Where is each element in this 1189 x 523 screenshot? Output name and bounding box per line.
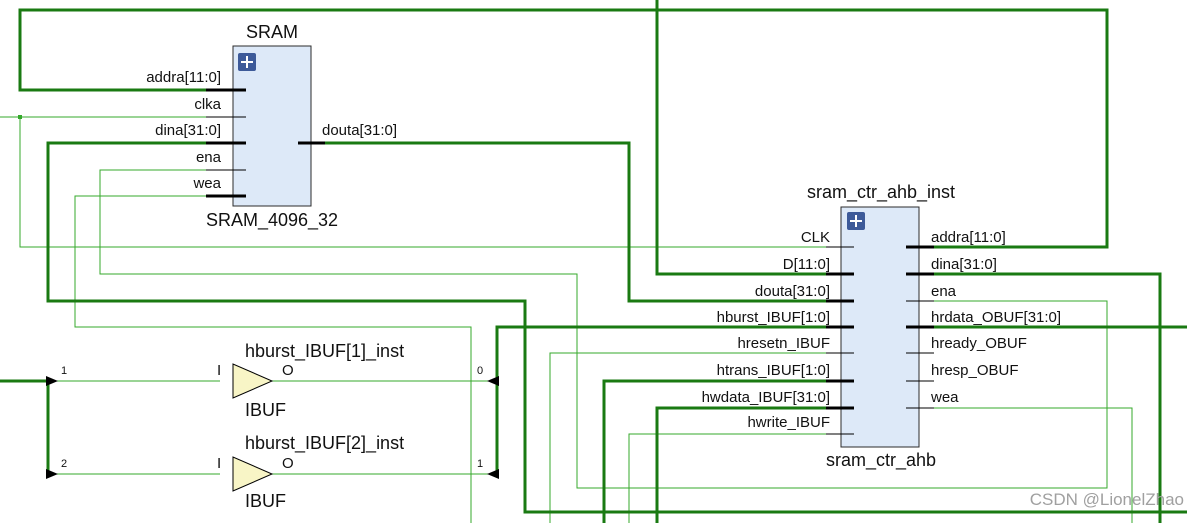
ibuf-pin-in: I xyxy=(217,455,221,472)
ripper-bit-label: 1 xyxy=(61,365,67,377)
ctrl-block[interactable]: sram_ctr_ahb_inst CLK D[11:0] douta[31:0… xyxy=(702,182,1062,471)
net-ena[interactable] xyxy=(99,169,1108,489)
ripper-bit-label: 0 xyxy=(477,365,483,377)
ctrl-pin-clk: CLK xyxy=(801,229,830,246)
signal-nets xyxy=(0,115,1133,523)
ibuf-title: hburst_IBUF[1]_inst xyxy=(245,341,404,362)
bus-addra[interactable] xyxy=(18,8,1109,249)
sram-block[interactable]: SRAM addra[11:0] clka dina[31:0] ena wea… xyxy=(146,22,397,231)
net-clk[interactable] xyxy=(19,117,840,248)
ripper-bit-label: 2 xyxy=(61,458,67,470)
sram-title: SRAM xyxy=(246,22,298,42)
ctrl-pin-d: D[11:0] xyxy=(783,256,830,273)
ctrl-pin-hresp: hresp_OBUF xyxy=(931,362,1019,379)
net-wea-out[interactable] xyxy=(920,407,1133,523)
arrow-ripper-icon[interactable] xyxy=(46,469,58,479)
ctrl-pin-addra: addra[11:0] xyxy=(931,229,1006,246)
arrow-ripper-icon[interactable] xyxy=(46,376,58,386)
ibuf-cell: IBUF xyxy=(245,400,286,420)
triangle-buffer-icon[interactable] xyxy=(232,363,274,399)
ibuf-pin-out: O xyxy=(282,362,294,379)
bus-htrans[interactable] xyxy=(602,379,840,523)
bus-hwdata[interactable] xyxy=(655,406,840,523)
sram-box[interactable] xyxy=(232,45,312,207)
sram-pin-addra: addra[11:0] xyxy=(146,69,221,86)
ibuf-block-1[interactable]: hburst_IBUF[1]_inst I O IBUF xyxy=(217,341,404,420)
ibuf-title: hburst_IBUF[2]_inst xyxy=(245,433,404,454)
watermark: CSDN @LionelZhao xyxy=(1030,490,1184,509)
bus-hburst[interactable] xyxy=(495,325,840,474)
ripper-bit-label: 1 xyxy=(477,458,483,470)
ibuf-cell: IBUF xyxy=(245,491,286,511)
sram-cell: SRAM_4096_32 xyxy=(206,210,338,231)
bus-dina-out[interactable] xyxy=(920,272,1162,523)
ctrl-pin-hready: hready_OBUF xyxy=(931,335,1027,352)
ctrl-pin-dina: dina[31:0] xyxy=(931,256,997,273)
ibuf-pin-out: O xyxy=(282,455,294,472)
ctrl-pin-hwdata: hwdata_IBUF[31:0] xyxy=(702,389,830,406)
bus-d[interactable] xyxy=(655,0,840,276)
ctrl-pin-wea: wea xyxy=(930,389,959,406)
sram-pin-ena: ena xyxy=(196,149,222,166)
sram-pin-wea: wea xyxy=(192,175,221,192)
ctrl-title: sram_ctr_ahb_inst xyxy=(807,182,955,203)
sram-pin-dina: dina[31:0] xyxy=(155,122,221,139)
ctrl-pin-hrdata: hrdata_OBUF[31:0] xyxy=(931,309,1061,326)
arrow-ripper-icon[interactable] xyxy=(487,469,499,479)
ctrl-pin-ena: ena xyxy=(931,283,957,300)
ctrl-pin-douta: douta[31:0] xyxy=(755,283,830,300)
ctrl-pin-htrans: htrans_IBUF[1:0] xyxy=(717,362,830,379)
sram-pin-clka: clka xyxy=(194,96,221,113)
ctrl-pin-hburst: hburst_IBUF[1:0] xyxy=(717,309,830,326)
bus-douta[interactable] xyxy=(323,141,840,303)
ctrl-cell: sram_ctr_ahb xyxy=(826,450,936,471)
plus-square-icon[interactable] xyxy=(847,212,865,230)
net-junction xyxy=(18,115,22,119)
ibuf-pin-in: I xyxy=(217,362,221,379)
bus-dina[interactable] xyxy=(46,141,1187,514)
ibuf-block-2[interactable]: hburst_IBUF[2]_inst I O IBUF xyxy=(217,433,404,511)
ctrl-pin-hwrite: hwrite_IBUF xyxy=(747,414,830,431)
arrow-ripper-icon[interactable] xyxy=(487,376,499,386)
sram-pin-douta: douta[31:0] xyxy=(322,122,397,139)
plus-square-icon[interactable] xyxy=(238,53,256,71)
net-hwrite[interactable] xyxy=(628,433,840,523)
net-hresetn[interactable] xyxy=(549,352,840,523)
triangle-buffer-icon[interactable] xyxy=(232,456,274,492)
net-wea[interactable] xyxy=(74,195,472,523)
bus-rippers: 1 2 0 1 xyxy=(46,365,499,479)
ctrl-pin-hresetn: hresetn_IBUF xyxy=(737,335,830,352)
bus-hburst-in[interactable] xyxy=(0,379,50,474)
